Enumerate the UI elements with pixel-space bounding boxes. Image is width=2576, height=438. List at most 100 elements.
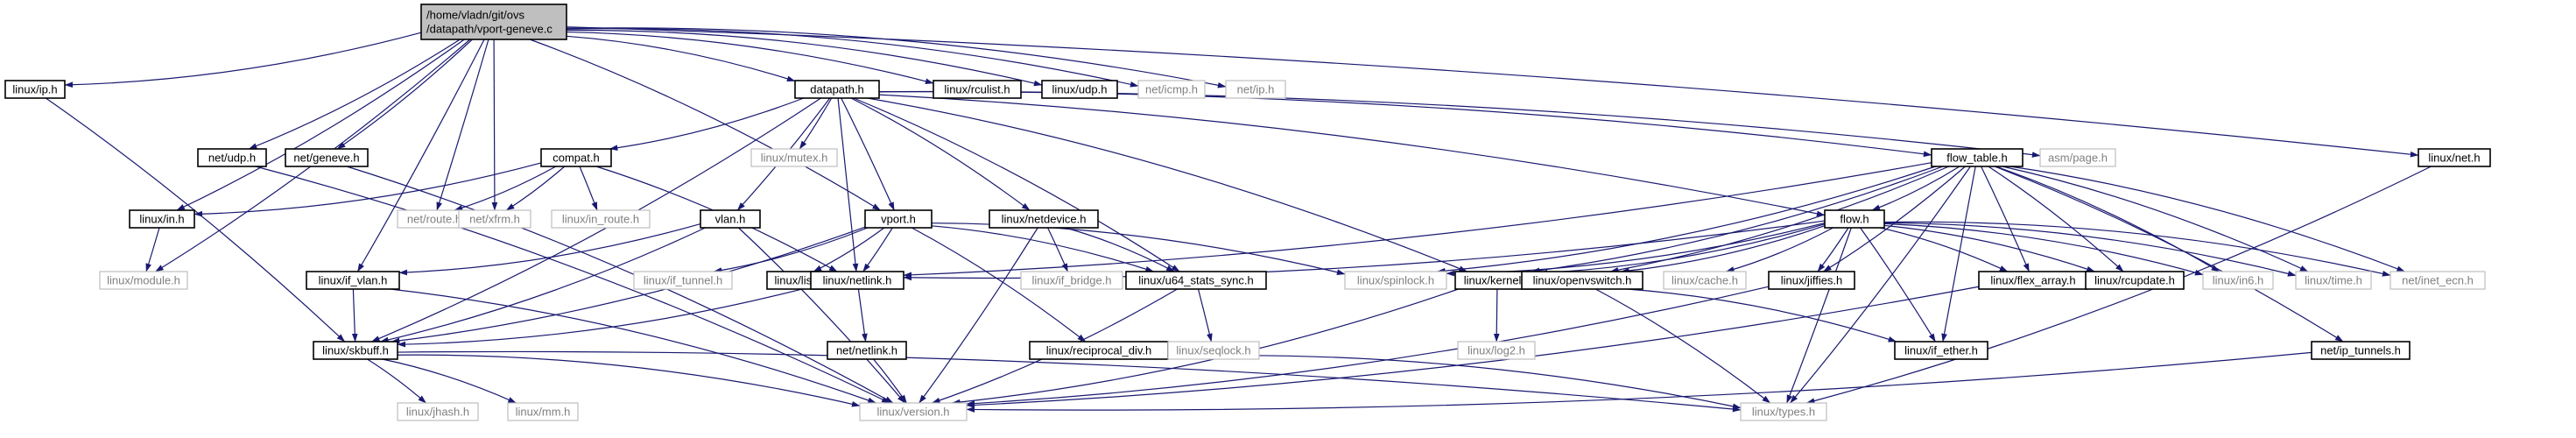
- node-net-geneve[interactable]: net/geneve.h: [285, 148, 369, 167]
- node-net-udp[interactable]: net/udp.h: [197, 148, 267, 167]
- edge-flow-table-to-flow: [1871, 166, 1960, 211]
- edge-linux-netlink-to-net-netlink: [857, 288, 868, 343]
- edge-flow-to-linux-jiffies: [1817, 227, 1849, 272]
- edge-root-to-linux-net: [566, 26, 2419, 158]
- edge-flow-table-to-linux-types: [1790, 166, 1971, 404]
- node-linux-u64-stats-sync[interactable]: linux/u64_stats_sync.h: [1125, 271, 1267, 290]
- edge-compat-to-net-xfrm: [505, 166, 566, 211]
- node-linux-netlink[interactable]: linux/netlink.h: [810, 271, 904, 290]
- node-linux-reciprocal-div[interactable]: linux/reciprocal_div.h: [1029, 341, 1169, 360]
- edge-flow-table-to-linux-spinlock: [1436, 166, 1936, 274]
- node-box: [1020, 271, 1123, 290]
- node-label: /datapath/vport-geneve.c: [426, 23, 553, 36]
- edge-linux-kernel-to-linux-log2: [1493, 288, 1500, 343]
- node-linux-flex-array[interactable]: linux/flex_array.h: [1978, 271, 2088, 290]
- node-label: linux/flex_array.h: [1990, 274, 2075, 287]
- node-label: linux/openvswitch.h: [1533, 274, 1632, 287]
- node-linux-jiffies[interactable]: linux/jiffies.h: [1768, 271, 1855, 290]
- node-box: [794, 80, 880, 99]
- node-label: linux/mm.h: [516, 406, 571, 419]
- node-box: [1894, 341, 1988, 360]
- node-box: [1167, 341, 1260, 360]
- node-box: [700, 209, 761, 229]
- node-linux-if-ether[interactable]: linux/if_ether.h: [1894, 341, 1988, 360]
- edge-linux-if-vlan-to-linux-version: [390, 288, 876, 404]
- node-label: linux/skbuff.h: [322, 344, 389, 357]
- node-datapath[interactable]: datapath.h: [794, 80, 880, 99]
- edge-vport-to-linux-netlink: [862, 227, 893, 272]
- node-linux-rcupdate[interactable]: linux/rcupdate.h: [2085, 271, 2185, 290]
- node-label: linux/rculist.h: [944, 83, 1010, 96]
- node-label: linux/spinlock.h: [1357, 274, 1434, 287]
- node-box: [1521, 271, 1643, 290]
- node-box: [633, 271, 733, 290]
- node-box: [397, 402, 479, 421]
- edge-root-to-net-xfrm: [491, 39, 498, 211]
- node-box: [285, 148, 369, 167]
- node-net-inet-ecn: net/inet_ecn.h: [2389, 271, 2486, 290]
- edge-vport-to-linux-skbuff: [391, 226, 866, 344]
- edge-linux-flex-array-to-linux-version: [966, 286, 1980, 408]
- edge-linux-skbuff-to-linux-version: [397, 354, 861, 407]
- node-label: vlan.h: [715, 213, 746, 226]
- node-box: [1931, 148, 2023, 167]
- node-box: [864, 209, 933, 229]
- edge-flow-to-linux-openvswitch: [1620, 225, 1826, 274]
- node-label: linux/mutex.h: [761, 152, 828, 165]
- edge-linux-skbuff-to-linux-types: [397, 350, 1742, 413]
- edge-compat-to-linux-in-route: [579, 166, 598, 211]
- edge-linux-ip-to-linux-skbuff: [45, 97, 346, 343]
- edge-root-to-linux-ip: [64, 32, 422, 88]
- node-vlan[interactable]: vlan.h: [700, 209, 761, 229]
- node-label: linux/seqlock.h: [1176, 344, 1250, 357]
- node-label: compat.h: [553, 152, 599, 165]
- edge-flow-table-to-linux-kernel: [1531, 166, 1944, 274]
- node-linux-kernel[interactable]: linux/kernel.h: [1454, 271, 1540, 290]
- edge-datapath-to-compat: [609, 97, 805, 152]
- node-flow[interactable]: flow.h: [1824, 209, 1885, 229]
- node-label: linux/if_vlan.h: [319, 274, 388, 287]
- node-vport[interactable]: vport.h: [864, 209, 933, 229]
- node-linux-rculist[interactable]: linux/rculist.h: [933, 80, 1022, 99]
- node-root[interactable]: /home/vladn/git/ovs/datapath/vport-genev…: [420, 4, 567, 40]
- node-linux-skbuff[interactable]: linux/skbuff.h: [313, 341, 398, 360]
- edge-vlan-to-linux-version: [738, 227, 905, 404]
- node-box: [933, 80, 1022, 99]
- edge-root-to-datapath: [566, 35, 796, 82]
- node-label: linux/reciprocal_div.h: [1046, 344, 1151, 357]
- node-net-netlink[interactable]: net/netlink.h: [827, 341, 907, 360]
- node-label: net/xfrm.h: [469, 213, 520, 226]
- edge-root-to-net-route: [436, 39, 489, 211]
- edge-flow-to-linux-in6: [1883, 223, 2204, 276]
- edge-vport-to-linux-u64-stats-sync: [931, 225, 1154, 272]
- node-linux-udp[interactable]: linux/udp.h: [1041, 80, 1118, 99]
- node-linux-openvswitch[interactable]: linux/openvswitch.h: [1521, 271, 1643, 290]
- node-label: net/udp.h: [208, 152, 256, 165]
- node-linux-in[interactable]: linux/in.h: [129, 209, 195, 229]
- edge-datapath-to-linux-u64-stats-sync: [853, 97, 1180, 272]
- edge-root-to-linux-in: [176, 39, 465, 211]
- node-compat[interactable]: compat.h: [540, 148, 612, 167]
- node-flow-table[interactable]: flow_table.h: [1931, 148, 2023, 167]
- node-linux-ip[interactable]: linux/ip.h: [4, 80, 66, 99]
- node-linux-if-vlan[interactable]: linux/if_vlan.h: [306, 271, 400, 290]
- edge-linux-netdevice-to-linux-version: [918, 227, 1038, 404]
- node-label: linux/if_bridge.h: [1031, 274, 1111, 287]
- node-label: linux/cache.h: [1672, 274, 1738, 287]
- node-net-ip-tunnels[interactable]: net/ip_tunnels.h: [2311, 341, 2411, 360]
- node-linux-net[interactable]: linux/net.h: [2418, 148, 2491, 167]
- node-linux-netdevice[interactable]: linux/netdevice.h: [989, 209, 1099, 229]
- node-label: net/netlink.h: [836, 344, 897, 357]
- node-net-xfrm: net/xfrm.h: [458, 209, 531, 229]
- node-label: flow_table.h: [1946, 152, 2007, 165]
- edge-vport-to-linux-reciprocal-div: [911, 227, 1087, 343]
- edge-flow-to-linux-cache: [1725, 227, 1833, 272]
- node-linux-types: linux/types.h: [1740, 402, 1827, 421]
- edge-linux-netlink-to-linux-skbuff: [397, 286, 812, 348]
- edge-flow-to-linux-if-ether: [1860, 227, 1936, 343]
- node-label: linux/in.h: [139, 213, 184, 226]
- edge-flow-to-linux-kernel: [1538, 223, 1826, 276]
- edge-flow-to-net-inet-ecn: [1883, 221, 2391, 277]
- node-box: [197, 148, 267, 167]
